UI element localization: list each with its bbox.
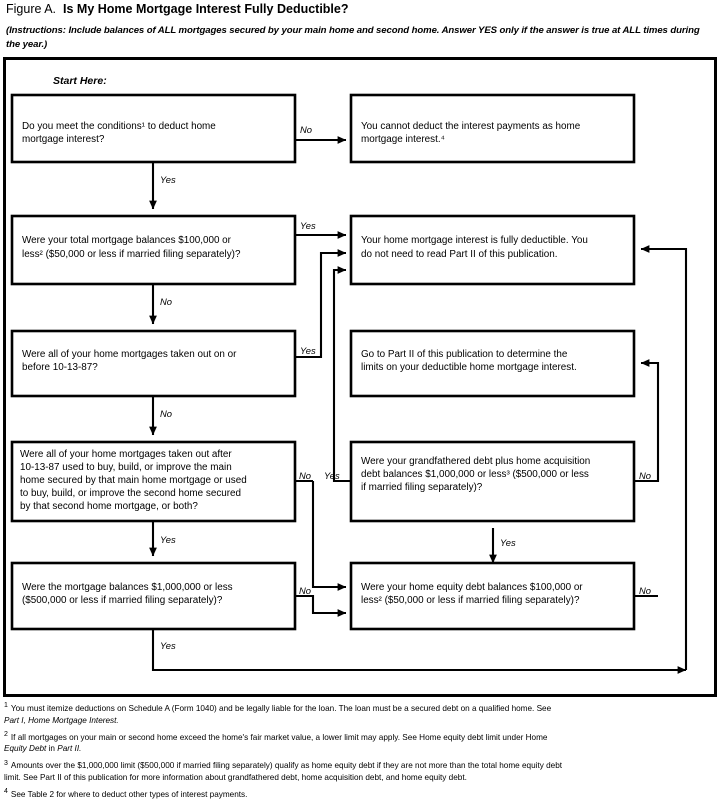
- node-r3-line-1: Go to Part II of this publication to det…: [361, 349, 568, 360]
- edge-label-q7-no: No: [639, 585, 651, 596]
- edge-label-q4-yes: Yes: [160, 534, 176, 545]
- footnote-3-text-2: limit. See Part II of this publication f…: [4, 772, 467, 782]
- node-r3-line-2: limits on your deductible home mortgage …: [361, 362, 577, 373]
- node-q6[interactable]: Were the mortgage balances $1,000,000 or…: [10, 561, 297, 631]
- flowchart-svg: Start Here: Do you meet the conditions¹ …: [3, 57, 717, 697]
- edge-label-q6-no: No: [299, 585, 311, 596]
- edge-label-q7-yes: Yes: [500, 537, 516, 548]
- footnote-2-mid: in: [46, 744, 58, 754]
- edge-label-q3-yes: Yes: [300, 345, 316, 356]
- edge-q5-yes: [332, 266, 351, 483]
- node-q2-line-2: less² ($50,000 or less if married filing…: [22, 249, 241, 260]
- node-q2[interactable]: Were your total mortgage balances $100,0…: [10, 214, 297, 286]
- footnote-2-italic: Equity Debt: [4, 744, 47, 754]
- node-q7-line-1: Were your home equity debt balances $100…: [361, 582, 583, 593]
- edge-label-q3-no: No: [160, 408, 172, 419]
- edge-label-q1-no: No: [300, 124, 312, 135]
- node-q6-line-2: ($500,000 or less if married filing sepa…: [22, 595, 223, 606]
- edge-q4-no: [311, 481, 347, 591]
- footnote-1-italic: Part I, Home Mortgage Interest.: [4, 715, 119, 725]
- edge-label-q1-yes: Yes: [160, 174, 176, 185]
- node-r1[interactable]: You cannot deduct the interest payments …: [349, 93, 636, 164]
- footnote-2-italic-2: Part II.: [57, 744, 82, 754]
- footnote-3-marker: 3: [4, 759, 8, 767]
- flowchart-container: Start Here: Do you meet the conditions¹ …: [3, 57, 717, 697]
- node-r1-line-1: You cannot deduct the interest payments …: [361, 121, 581, 132]
- node-q1-line-1: Do you meet the conditions¹ to deduct ho…: [22, 121, 216, 132]
- figure-border: [3, 57, 717, 697]
- footnote-1-text: You must itemize deductions on Schedule …: [10, 704, 552, 713]
- footnote-4-marker: 4: [4, 788, 8, 796]
- node-q4-line-4: to buy, build, or improve the second hom…: [20, 488, 241, 499]
- edge-label-q6-yes: Yes: [160, 640, 176, 651]
- node-q4-line-3: home secured by that main home mortgage …: [20, 475, 247, 486]
- edge-q3-yes: [295, 249, 347, 359]
- instructions-note: (Instructions: Include balances of ALL m…: [6, 24, 716, 51]
- node-q1-line-2: mortgage interest?: [22, 134, 105, 145]
- node-q5-line-2: debt balances $1,000,000 or less³ ($500,…: [361, 469, 589, 480]
- node-q7[interactable]: Were your home equity debt balances $100…: [349, 561, 636, 631]
- edge-q6-yes-bottom: [151, 629, 687, 674]
- footnote-2-marker: 2: [4, 730, 8, 738]
- edge-label-q2-no: No: [160, 296, 172, 307]
- edge-label-q5-no: No: [639, 470, 651, 481]
- node-q7-line-2: less² ($50,000 or less if married filing…: [361, 595, 580, 606]
- node-r2-line-1: Your home mortgage interest is fully ded…: [361, 235, 588, 246]
- instructions-line-1: (Instructions: Include balances of ALL m…: [6, 25, 641, 36]
- node-r2[interactable]: Your home mortgage interest is fully ded…: [349, 214, 636, 286]
- edge-label-q4-no: No: [299, 470, 311, 481]
- start-here-label: Start Here:: [53, 75, 107, 87]
- node-r3[interactable]: Go to Part II of this publication to det…: [349, 329, 636, 398]
- edge-q5-no: [634, 359, 660, 483]
- edge-bottom-to-r2: [640, 245, 688, 670]
- node-q2-line-1: Were your total mortgage balances $100,0…: [22, 235, 232, 246]
- node-q5-line-1: Were your grandfathered debt plus home a…: [361, 456, 590, 467]
- node-q3-line-1: Were all of your home mortgages taken ou…: [22, 349, 237, 360]
- footnote-4-text: See Table 2 for where to deduct other ty…: [10, 790, 248, 800]
- node-q4-line-5: by that second home mortgage, or both?: [20, 501, 198, 512]
- page-title: Figure A. Is My Home Mortgage Interest Fu…: [6, 2, 349, 16]
- node-q4-line-2: 10-13-87 used to buy, build, or improve …: [20, 462, 232, 473]
- footnote-3-text: Amounts over the $1,000,000 limit ($500,…: [10, 761, 563, 771]
- node-q5[interactable]: Were your grandfathered debt plus home a…: [349, 440, 636, 523]
- figure-question: Is My Home Mortgage Interest Fully Deduc…: [63, 2, 349, 16]
- node-q1[interactable]: Do you meet the conditions¹ to deduct ho…: [10, 93, 297, 164]
- edge-q6-no: [295, 594, 347, 617]
- edge-label-q2-yes: Yes: [300, 220, 316, 231]
- node-q4-line-1: Were all of your home mortgages taken ou…: [20, 449, 232, 460]
- edge-label-q5-yes: Yes: [324, 470, 340, 481]
- node-r1-line-2: mortgage interest.⁴: [361, 134, 445, 145]
- footnote-1-marker: 1: [4, 702, 8, 710]
- node-q6-line-1: Were the mortgage balances $1,000,000 or…: [22, 582, 233, 593]
- node-q5-line-3: if married filing separately)?: [361, 482, 483, 493]
- instructions-line-2: times during the year.): [6, 25, 700, 50]
- node-r2-line-2: do not need to read Part II of this publ…: [361, 249, 558, 260]
- footnote-2-text: If all mortgages on your main or second …: [10, 732, 548, 742]
- figure-label: Figure A.: [6, 2, 57, 16]
- node-q3-line-2: before 10-13-87?: [22, 362, 98, 373]
- node-q3[interactable]: Were all of your home mortgages taken ou…: [10, 329, 297, 398]
- node-q4[interactable]: Were all of your home mortgages taken ou…: [10, 440, 297, 523]
